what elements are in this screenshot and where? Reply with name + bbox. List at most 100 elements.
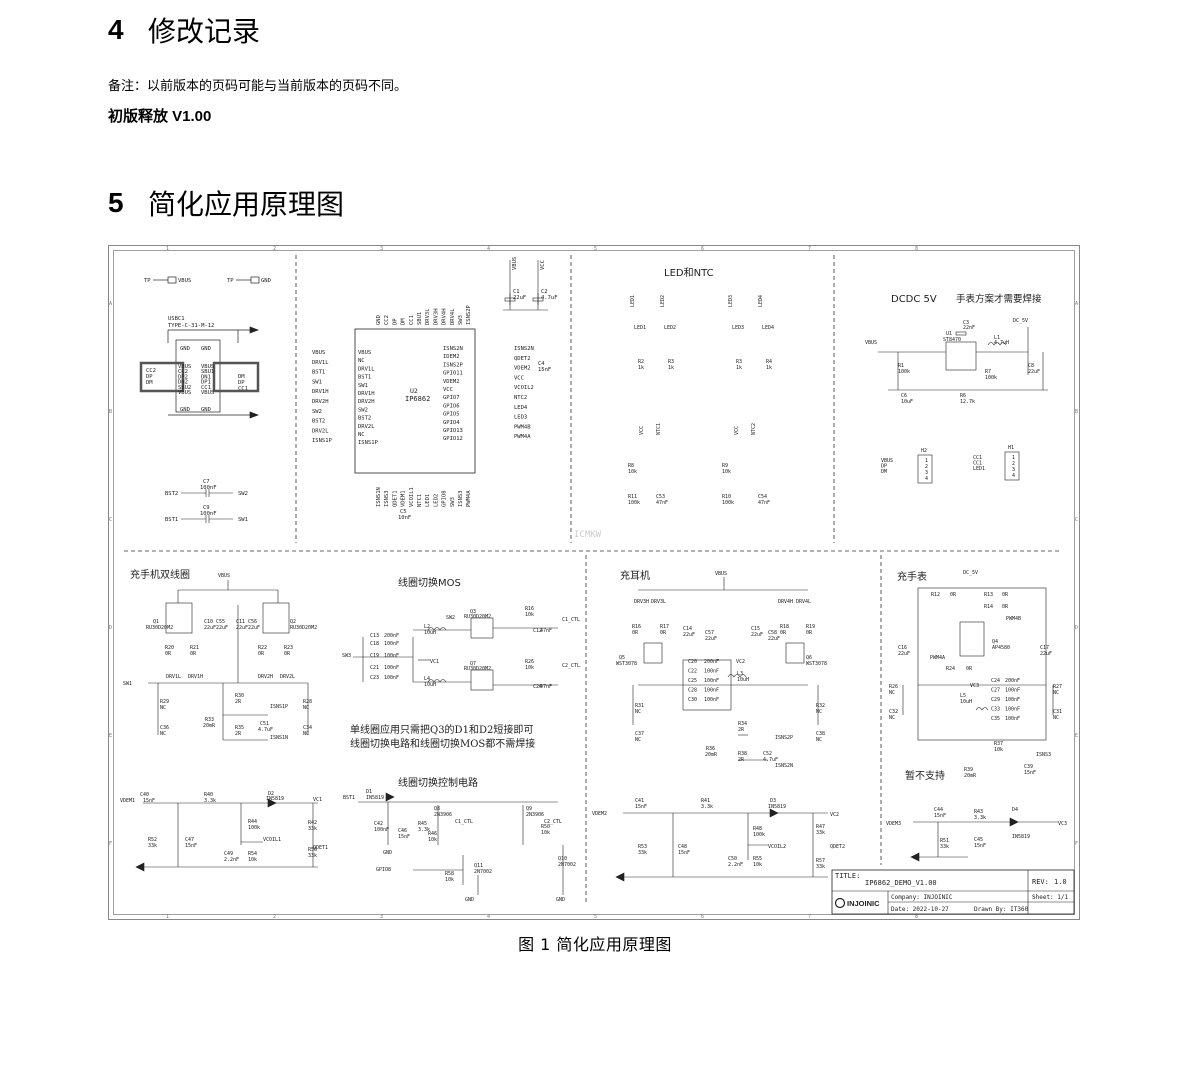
schematic-label: R43 [974, 809, 983, 815]
coil-switch-block: 线圈切换MOS Q3RU30D20M2Q7RU30D20M2L210uHL410… [342, 576, 580, 750]
schematic-label: 2R [235, 699, 242, 705]
schematic-label: C57 [705, 630, 714, 636]
net-label: VC3 [1058, 821, 1067, 827]
schematic-label: R53 [638, 844, 647, 850]
frame-col-number: 1 [166, 246, 169, 252]
schematic-label: 0R [660, 630, 667, 636]
schematic-label: R52 [148, 837, 157, 843]
schematic-label: 15nF [1024, 770, 1036, 776]
schematic-label: 10k [722, 469, 731, 475]
schematic-label: 10uH [737, 677, 749, 683]
part-number: TYPE-C-31-M-12 [168, 323, 214, 329]
schematic-label: L5 [960, 693, 966, 699]
schematic-label: C37 [635, 731, 644, 737]
schematic-label: C30 [688, 697, 697, 703]
schematic-label: AP4580 [992, 645, 1010, 651]
schematic-label: C35 [991, 716, 1000, 722]
schematic-label: C40 [140, 792, 149, 798]
ip6862-block: U2 IP6862 VBUSNCDRV1LBST1SW1DRV1HDRV2HSW… [165, 257, 558, 523]
net-label: ISNS1N [270, 735, 288, 741]
coil-control-block: 线圈切换控制电路 D1IN5819Q82N3906Q92N3906Q102N70… [343, 776, 576, 903]
section-title: 简化应用原理图 [148, 188, 345, 221]
pin-label: IDEM2 [443, 354, 460, 360]
schematic-label: 0R [1002, 592, 1009, 598]
schematic-label: 2N7002 [558, 862, 576, 868]
net-label: DP [146, 374, 153, 380]
frame-col-number: 3 [380, 914, 383, 920]
net-label: VC1 [430, 659, 439, 665]
schematic-label: 100nF [704, 669, 719, 675]
schematic-label: R16 [632, 624, 641, 630]
schematic-label: 47nF [540, 684, 552, 690]
frame-col-number: 7 [808, 246, 811, 252]
schematic-label: R45 [418, 821, 427, 827]
schematic-label: R50 [541, 824, 550, 830]
block-title: 线圈切换MOS [398, 576, 461, 589]
frame-row-letter: F [109, 841, 112, 847]
net-label: VDEM1 [120, 798, 135, 804]
title-label: TITLE: [835, 872, 860, 880]
led-ntc-block: LED和NTC LED1LED1R21kLED2LED2R31kLED3LED3… [628, 267, 774, 506]
schematic-label: Q2 [290, 619, 296, 625]
net-label: VCC [734, 426, 740, 435]
net-label: DRV2L [312, 428, 329, 434]
schematic-label: 100nF [1005, 716, 1020, 722]
schematic-label: C22 [688, 669, 697, 675]
schematic-label: C13 [370, 633, 379, 639]
frame-col-number: 5 [594, 914, 597, 920]
demod-block-1: C4015nFR403.3kD2IN5819R4233kR44100kR5233… [120, 791, 328, 872]
schematic-label: 47nF [656, 500, 668, 506]
pin-label: GND [376, 315, 382, 325]
led-label: LED4 [758, 295, 764, 307]
schematic-label: 100nF [1005, 688, 1020, 694]
frame-row-letter: E [1075, 733, 1078, 739]
net-label: VDEM1 [401, 490, 407, 507]
schematic-label: C4 [538, 361, 545, 367]
schematic-label: C51 [260, 721, 269, 727]
net-label: NTC1 [417, 494, 423, 507]
schematic-label: 15nF [934, 813, 946, 819]
net-label: VDEM2 [592, 811, 607, 817]
net-label: LED4 [514, 405, 528, 411]
led-label: LED2 [660, 295, 666, 307]
block-title: 充手机双线圈 [130, 568, 190, 581]
schematic-label: R31 [635, 703, 644, 709]
schematic-label: C46 [398, 828, 407, 834]
schematic-label: R24 [946, 666, 955, 672]
pin-label: DP2 [178, 374, 188, 380]
schematic-label: Q6 [806, 655, 812, 661]
schematic-label: R19 [806, 624, 815, 630]
schematic-label: Q11 [474, 863, 483, 869]
schematic-label: NC [303, 731, 309, 737]
pin-label: GPIO7 [443, 395, 460, 401]
pin-label: GPIO13 [443, 428, 463, 434]
drawn-by-field: Drawn By: IT360 [974, 906, 1029, 913]
net-label: VBUS [715, 571, 727, 577]
schematic-label: C3 [963, 320, 969, 326]
chip-name: IP6862 [405, 395, 430, 403]
frame-col-number: 3 [380, 246, 383, 252]
company-logo: INJOINIC [847, 899, 880, 908]
schematic-label: 2N3906 [526, 812, 544, 818]
net-label: ISNS1N [376, 487, 382, 507]
pin-number: 1 [1012, 455, 1015, 461]
schematic-label: 100nF [704, 697, 719, 703]
schematic-label: 1k [766, 365, 772, 371]
net-label: VCOIL2 [768, 844, 786, 850]
schematic-label: 200nF [1005, 678, 1020, 684]
pin-label: DN2 [178, 380, 188, 386]
schematic-label: C58 [768, 630, 777, 636]
schematic-label: IN5819 [1012, 834, 1030, 840]
led-refdes: LED1 [634, 325, 646, 331]
phone-coil-block: 充手机双线圈 VBUS Q1RU30D20M2Q2RU30D20M2R200RR… [123, 568, 317, 741]
usb-block: TP VBUS TP GND USBC1 TYPE-C-31-M-12 VBUS… [139, 276, 271, 419]
net-label: BST1 [343, 795, 355, 801]
dcdc-block: DCDC 5V 手表方案才需要焊接 U1ST8470C322nFL14.7uHD… [865, 293, 1048, 405]
schematic-label: NC [889, 690, 895, 696]
schematic-label: IN5819 [266, 796, 284, 802]
section-number: 4 [108, 14, 124, 45]
schematic-label: NC [816, 737, 822, 743]
pin-label: SW1 [358, 383, 368, 389]
pin-label: DM [401, 318, 407, 325]
